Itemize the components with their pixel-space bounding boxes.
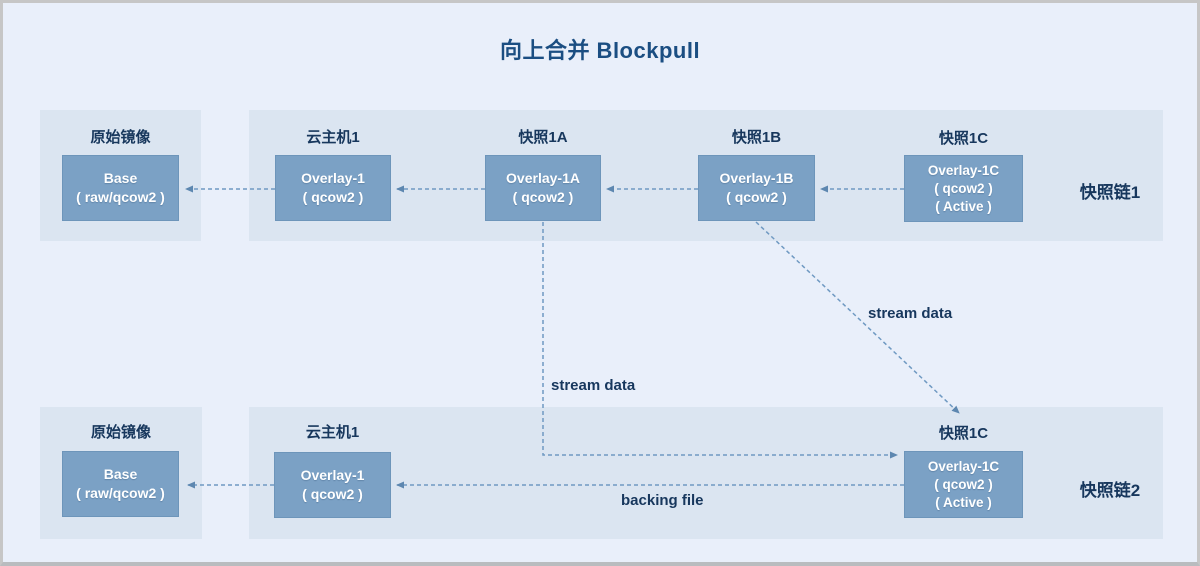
label-vm1-bottom: 云主机1 (305, 424, 360, 441)
node-overlay1-bottom: Overlay-1 ( qcow2 ) (274, 452, 391, 518)
node-base-bottom: Base ( raw/qcow2 ) (62, 451, 179, 517)
node-text: ( Active ) (935, 494, 992, 510)
label-vm1-top: 云主机1 (306, 129, 360, 146)
node-text: ( Active ) (935, 198, 992, 214)
node-text: Overlay-1C (927, 458, 1000, 474)
node-text: ( raw/qcow2 ) (76, 189, 165, 205)
label-source-top: 原始镜像 (90, 129, 151, 146)
node-text: Overlay-1C (927, 162, 1000, 178)
label-snapshot1a: 快照1A (518, 129, 568, 146)
node-overlay1c-top: Overlay-1C ( qcow2 ) ( Active ) (904, 155, 1023, 222)
node-text: Overlay-1A (506, 170, 580, 186)
annotation-stream-data-diagonal: stream data (868, 305, 953, 322)
node-text: Overlay-1 (301, 170, 365, 186)
label-chain2: 快照链2 (1079, 481, 1141, 500)
annotation-backing-file: backing file (621, 492, 704, 509)
node-text: Overlay-1B (719, 170, 794, 186)
node-text: Overlay-1 (300, 467, 365, 483)
diagram-title: 向上合并 Blockpull (499, 38, 701, 63)
label-snapshot1b: 快照1B (731, 129, 782, 146)
node-overlay1-top: Overlay-1 ( qcow2 ) (275, 155, 391, 221)
node-base-top: Base ( raw/qcow2 ) (62, 155, 179, 221)
node-overlay1c-bottom: Overlay-1C ( qcow2 ) ( Active ) (904, 451, 1023, 518)
node-text: ( qcow2 ) (302, 486, 363, 502)
annotation-stream-data-vertical: stream data (551, 377, 636, 394)
node-text: Base (103, 466, 138, 482)
label-source-bottom: 原始镜像 (90, 424, 151, 441)
node-overlay1b: Overlay-1B ( qcow2 ) (698, 155, 815, 221)
node-text: ( qcow2 ) (934, 476, 993, 492)
node-text: Base (103, 170, 138, 186)
node-overlay1a: Overlay-1A ( qcow2 ) (485, 155, 601, 221)
label-chain1: 快照链1 (1079, 183, 1141, 202)
node-text: ( qcow2 ) (726, 189, 787, 205)
node-text: ( qcow2 ) (302, 189, 364, 205)
node-text: ( qcow2 ) (512, 189, 574, 205)
label-snapshot1c-top: 快照1C (938, 130, 989, 147)
label-snapshot1c-bottom: 快照1C (938, 425, 989, 442)
node-text: ( qcow2 ) (934, 180, 993, 196)
node-text: ( raw/qcow2 ) (76, 485, 165, 501)
